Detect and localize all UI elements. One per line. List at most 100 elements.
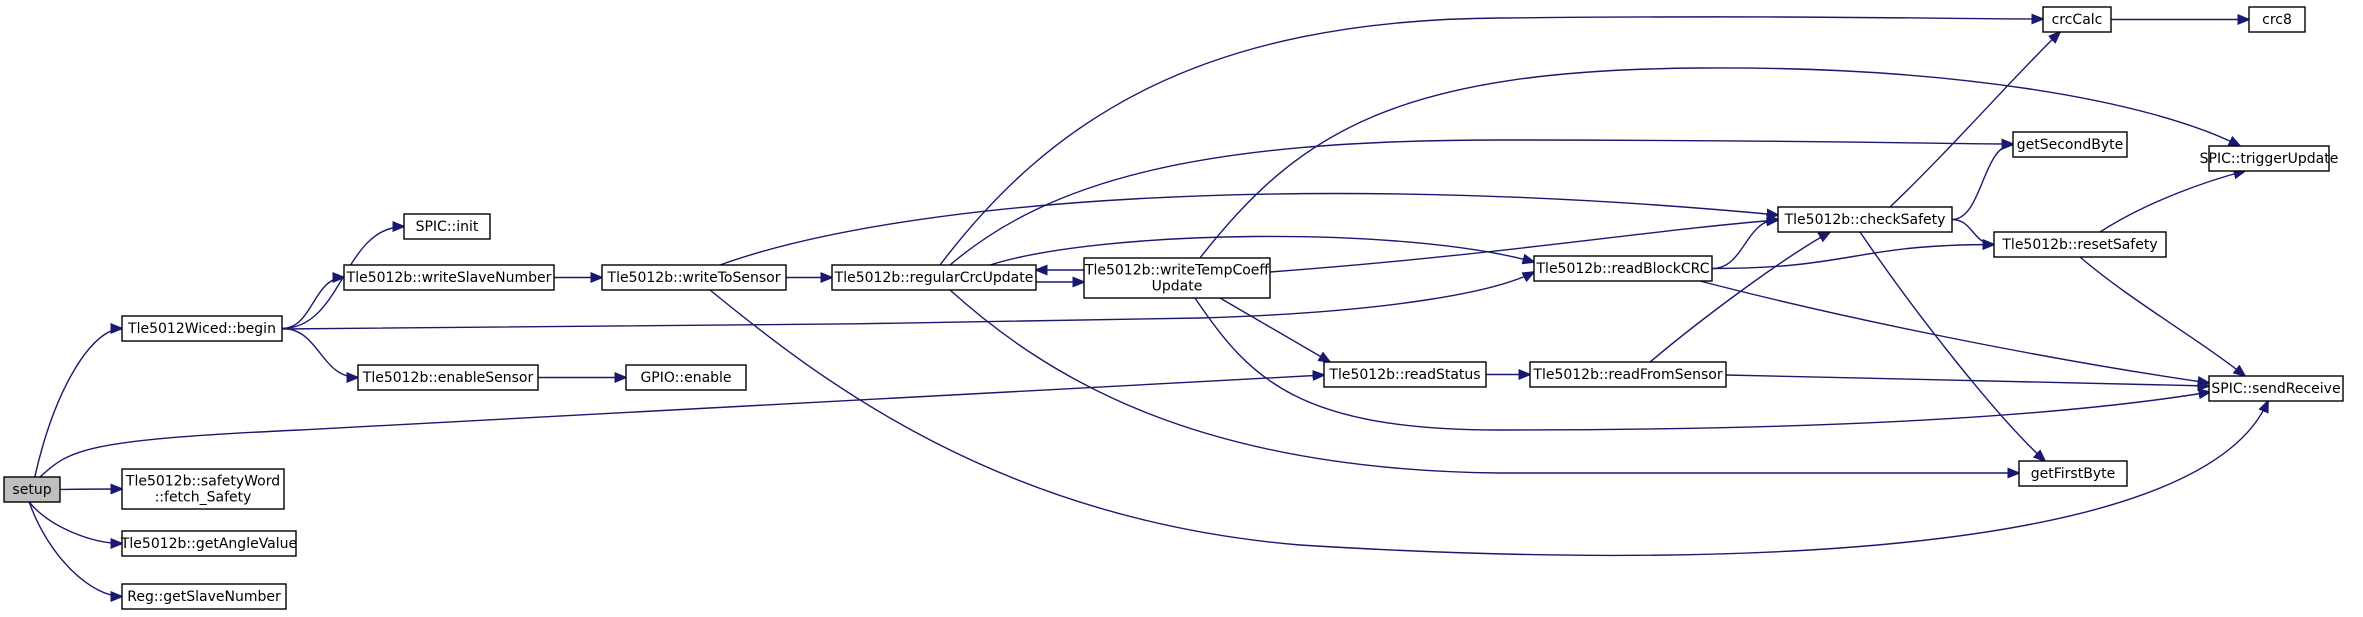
node-begin[interactable]: Tle5012Wiced::begin — [121, 315, 283, 342]
node-writeToSensor[interactable]: Tle5012b::writeToSensor — [601, 264, 787, 291]
node-box — [2018, 460, 2128, 487]
edge-setup-to-getAngle — [28, 501, 122, 544]
edge-readFromSensor-to-sendReceive — [1725, 374, 2209, 386]
edge-readBlockCRC-to-sendReceive — [1699, 280, 2209, 383]
edge-setup-to-getSlave — [28, 501, 122, 597]
nodes-layer: setup Tle5012Wiced::beginTle5012b::safety… — [3, 6, 2344, 610]
edge-checkSafety-to-crcCalc — [1889, 32, 2060, 208]
node-label: ::fetch_Safety — [155, 490, 252, 506]
node-checkSafety[interactable]: Tle5012b::checkSafety — [1777, 206, 1953, 233]
node-readStatus[interactable]: Tle5012b::readStatus — [1323, 361, 1487, 388]
node-getSecondByte[interactable]: getSecondByte — [2012, 131, 2128, 158]
node-label: GPIO::enable — [640, 370, 731, 386]
edge-regularCrc-to-crcCalc — [939, 17, 2043, 266]
edge-resetSafety-to-triggerUpdate — [2099, 171, 2245, 233]
node-label: crcCalc — [2052, 12, 2103, 28]
node-crcCalc[interactable]: crcCalc — [2042, 6, 2112, 33]
node-box — [2248, 6, 2306, 33]
node-box — [121, 530, 297, 557]
node-label: Tle5012b::enableSensor — [362, 370, 534, 386]
node-box — [121, 468, 285, 510]
edge-writeTemp-to-checkSafety — [1269, 220, 1778, 273]
node-label: Tle5012Wiced::begin — [127, 321, 276, 337]
node-enableSensor[interactable]: Tle5012b::enableSensor — [357, 364, 539, 391]
edge-begin-to-enableSensor — [281, 327, 358, 378]
node-box — [601, 264, 787, 291]
edge-regularCrc-to-getSecondByte — [949, 140, 2013, 266]
node-regularCrc[interactable]: Tle5012b::regularCrcUpdate — [831, 264, 1037, 291]
node-label: getFirstByte — [2031, 466, 2115, 482]
node-label: Tle5012b::resetSafety — [2001, 237, 2157, 253]
node-box — [625, 364, 747, 391]
node-box — [1529, 361, 1727, 388]
node-box — [2208, 145, 2330, 172]
node-crc8[interactable]: crc8 — [2248, 6, 2306, 33]
node-box — [1777, 206, 1953, 233]
edge-setup-to-fetch_safety — [59, 489, 122, 490]
node-sendReceive[interactable]: SPIC::sendReceive — [2208, 375, 2344, 402]
edge-begin-to-writeSlave — [281, 278, 344, 330]
edges-layer — [28, 17, 2268, 597]
node-label: Tle5012b::checkSafety — [1784, 212, 1946, 228]
node-box — [357, 364, 539, 391]
edge-setup-to-begin — [34, 329, 122, 478]
edge-readBlockCRC-to-checkSafety — [1711, 220, 1778, 270]
edge-readBlockCRC-to-resetSafety — [1711, 245, 1994, 270]
edge-checkSafety-to-getSecondByte — [1951, 145, 2013, 221]
edge-writeTemp-to-readStatus — [1219, 297, 1330, 362]
node-box — [3, 476, 61, 503]
node-label: getSecondByte — [2017, 137, 2124, 153]
node-label: Tle5012b::readStatus — [1328, 367, 1480, 383]
edge-writeToSensor-to-checkSafety — [719, 192, 1778, 266]
node-spic_init[interactable]: SPIC::init — [403, 213, 491, 240]
node-getAngle[interactable]: Tle5012b::getAngleValue — [120, 530, 297, 557]
node-readFromSensor[interactable]: Tle5012b::readFromSensor — [1529, 361, 1727, 388]
node-label: SPIC::sendReceive — [2211, 381, 2340, 397]
node-box — [2012, 131, 2128, 158]
edge-writeTemp-to-triggerUpdate — [1199, 67, 2240, 259]
node-label: Tle5012b::writeToSensor — [607, 270, 781, 286]
edge-checkSafety-to-resetSafety — [1951, 218, 1994, 245]
node-box — [2208, 375, 2344, 402]
node-resetSafety[interactable]: Tle5012b::resetSafety — [1993, 231, 2167, 258]
edge-setup-to-readStatus — [39, 375, 1324, 478]
node-label: Reg::getSlaveNumber — [127, 589, 281, 605]
edge-writeTemp-to-sendReceive — [1194, 297, 2210, 431]
node-getFirstByte[interactable]: getFirstByte — [2018, 460, 2128, 487]
node-fetch_safety[interactable]: Tle5012b::safetyWord::fetch_Safety — [121, 468, 285, 510]
node-box — [1083, 257, 1271, 299]
node-setup[interactable]: setup — [3, 476, 61, 503]
node-label: SPIC::triggerUpdate — [2200, 151, 2339, 167]
node-box — [343, 264, 555, 291]
node-gpio_enable[interactable]: GPIO::enable — [625, 364, 747, 391]
node-label: Tle5012b::writeSlaveNumber — [346, 270, 552, 286]
node-label: Tle5012b::writeTempCoeff — [1084, 263, 1269, 279]
node-label: Tle5012b::getAngleValue — [120, 536, 297, 552]
node-label: Tle5012b::safetyWord — [125, 474, 280, 490]
node-label: Tle5012b::regularCrcUpdate — [834, 270, 1034, 286]
node-box — [831, 264, 1037, 291]
node-label: SPIC::init — [416, 219, 479, 235]
node-box — [403, 213, 491, 240]
node-box — [2042, 6, 2112, 33]
node-box — [121, 583, 287, 610]
node-label: Tle5012b::readBlockCRC — [1536, 261, 1710, 277]
node-readBlockCRC[interactable]: Tle5012b::readBlockCRC — [1533, 255, 1713, 282]
node-writeSlave[interactable]: Tle5012b::writeSlaveNumber — [343, 264, 555, 291]
node-getSlave[interactable]: Reg::getSlaveNumber — [121, 583, 287, 610]
node-box — [1993, 231, 2167, 258]
node-label: setup — [12, 482, 51, 498]
node-label: Tle5012b::readFromSensor — [1532, 367, 1722, 383]
node-label: crc8 — [2262, 12, 2292, 28]
edge-resetSafety-to-sendReceive — [2079, 256, 2245, 376]
edge-regularCrc-to-getFirstByte — [949, 289, 2019, 473]
node-triggerUpdate[interactable]: SPIC::triggerUpdate — [2200, 145, 2339, 172]
node-box — [121, 315, 283, 342]
edge-checkSafety-to-getFirstByte — [1859, 231, 2045, 461]
node-label: Update — [1152, 279, 1203, 295]
node-box — [1533, 255, 1713, 282]
edge-writeToSensor-to-sendReceive — [709, 289, 2268, 557]
edge-regularCrc-to-readBlockCRC — [989, 235, 1534, 266]
